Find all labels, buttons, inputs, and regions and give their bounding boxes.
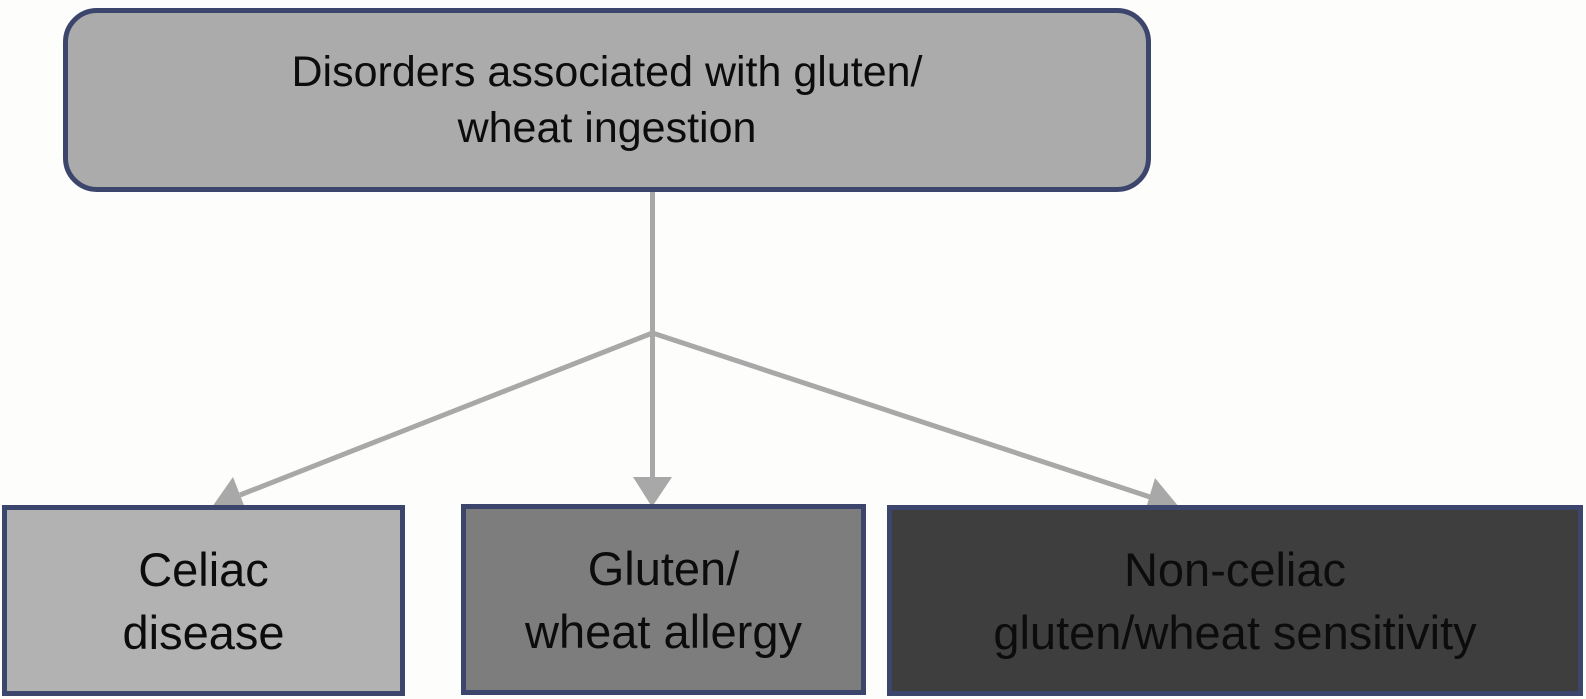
connector-to-sensitivity <box>651 330 1151 500</box>
node-non-celiac-sensitivity-label-line2: gluten/wheat sensitivity <box>993 605 1477 659</box>
node-gluten-wheat-allergy-label-line1: Gluten/ <box>587 541 740 595</box>
node-non-celiac-gluten-wheat-sensitivity: Non-celiac gluten/wheat sensitivity <box>887 505 1583 696</box>
node-celiac-disease: Celiac disease <box>2 505 405 696</box>
node-celiac-disease-label-line2: disease <box>122 605 285 659</box>
node-disorders-root-label-line1: Disorders associated with gluten/ <box>291 48 923 96</box>
node-disorders-root-label-line2: wheat ingestion <box>457 104 757 152</box>
node-non-celiac-sensitivity-label-line1: Non-celiac <box>1123 542 1347 596</box>
arrowhead-allergy-icon <box>633 477 672 507</box>
node-gluten-wheat-allergy: Gluten/ wheat allergy <box>461 504 866 695</box>
connector-to-celiac <box>239 330 654 498</box>
node-celiac-disease-label-line1: Celiac <box>138 542 269 596</box>
node-disorders-root: Disorders associated with gluten/ wheat … <box>63 8 1151 192</box>
node-gluten-wheat-allergy-label-line2: wheat allergy <box>525 604 802 658</box>
arrowhead-celiac-icon <box>212 477 247 513</box>
